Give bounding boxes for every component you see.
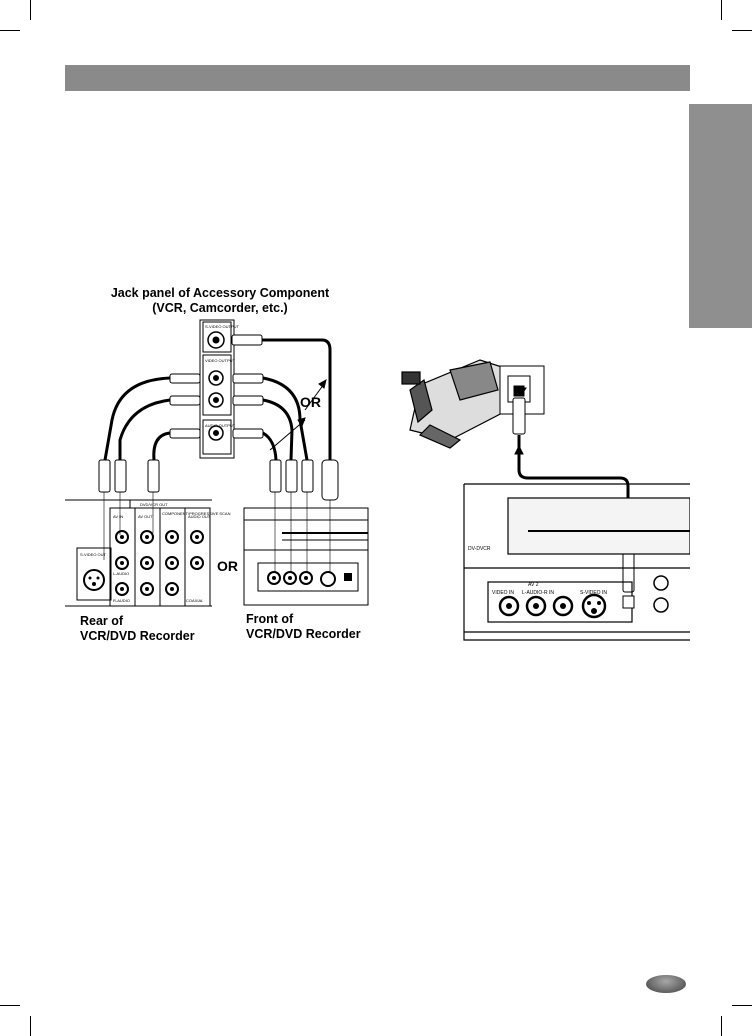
section-title-bar [65,65,690,91]
crop-mark [721,0,722,20]
side-tab [689,104,752,328]
panel-label: S-VIDEO OUT [80,552,107,557]
video-in-label: VIDEO IN [492,590,514,596]
panel-label: AV OUT [138,514,153,519]
panel-label: R-AUDIO [113,598,130,603]
page-number-tab [646,975,686,993]
panel-label: AV IN [113,514,123,519]
panel-label: AUDIO OUTPUT [205,423,236,428]
panel-label: S-VIDEO OUTPUT [205,324,240,329]
crop-mark [30,1016,31,1036]
svideo-in-label: S-VIDEO IN [580,590,607,596]
diagram-title-line2: (VCR, Camcorder, etc.) [152,301,288,315]
crop-mark [732,30,752,31]
front-panel-brand: DV-DVCR [468,546,491,552]
crop-mark [0,1005,20,1006]
audio-in-label: L-AUDIO-R IN [522,590,554,596]
panel-label: AUDIO OUT [188,514,211,519]
rear-caption-line1: Rear of [80,614,124,628]
connection-diagram-left: S-VIDEO OUTPUT VIDEO OUTPUT AUDIO OUTPUT [65,319,369,607]
or-label: OR [217,558,238,574]
panel-label: DVD/VCR OUT [140,502,168,507]
panel-label: COAXIAL [186,598,204,603]
diagram-title-line1: Jack panel of Accessory Component [110,286,330,300]
connection-diagram-right: DV-DVCR AV 2 VIDEO IN L-AUDIO-R IN S-VID… [401,359,690,641]
front-jacks-label: AV 2 [528,582,539,588]
crop-mark [30,0,31,20]
crop-mark [721,1016,722,1036]
crop-mark [0,30,20,31]
panel-label: L-AUDIO [113,571,129,576]
panel-label: COMPONENT/PROGRESSIVE SCAN [162,511,231,516]
front-caption-line2: VCR/DVD Recorder [246,627,361,641]
front-caption-line1: Front of [246,612,294,626]
rear-caption-line2: VCR/DVD Recorder [80,629,195,643]
panel-label: VIDEO OUTPUT [205,358,236,363]
crop-mark [732,1005,752,1006]
